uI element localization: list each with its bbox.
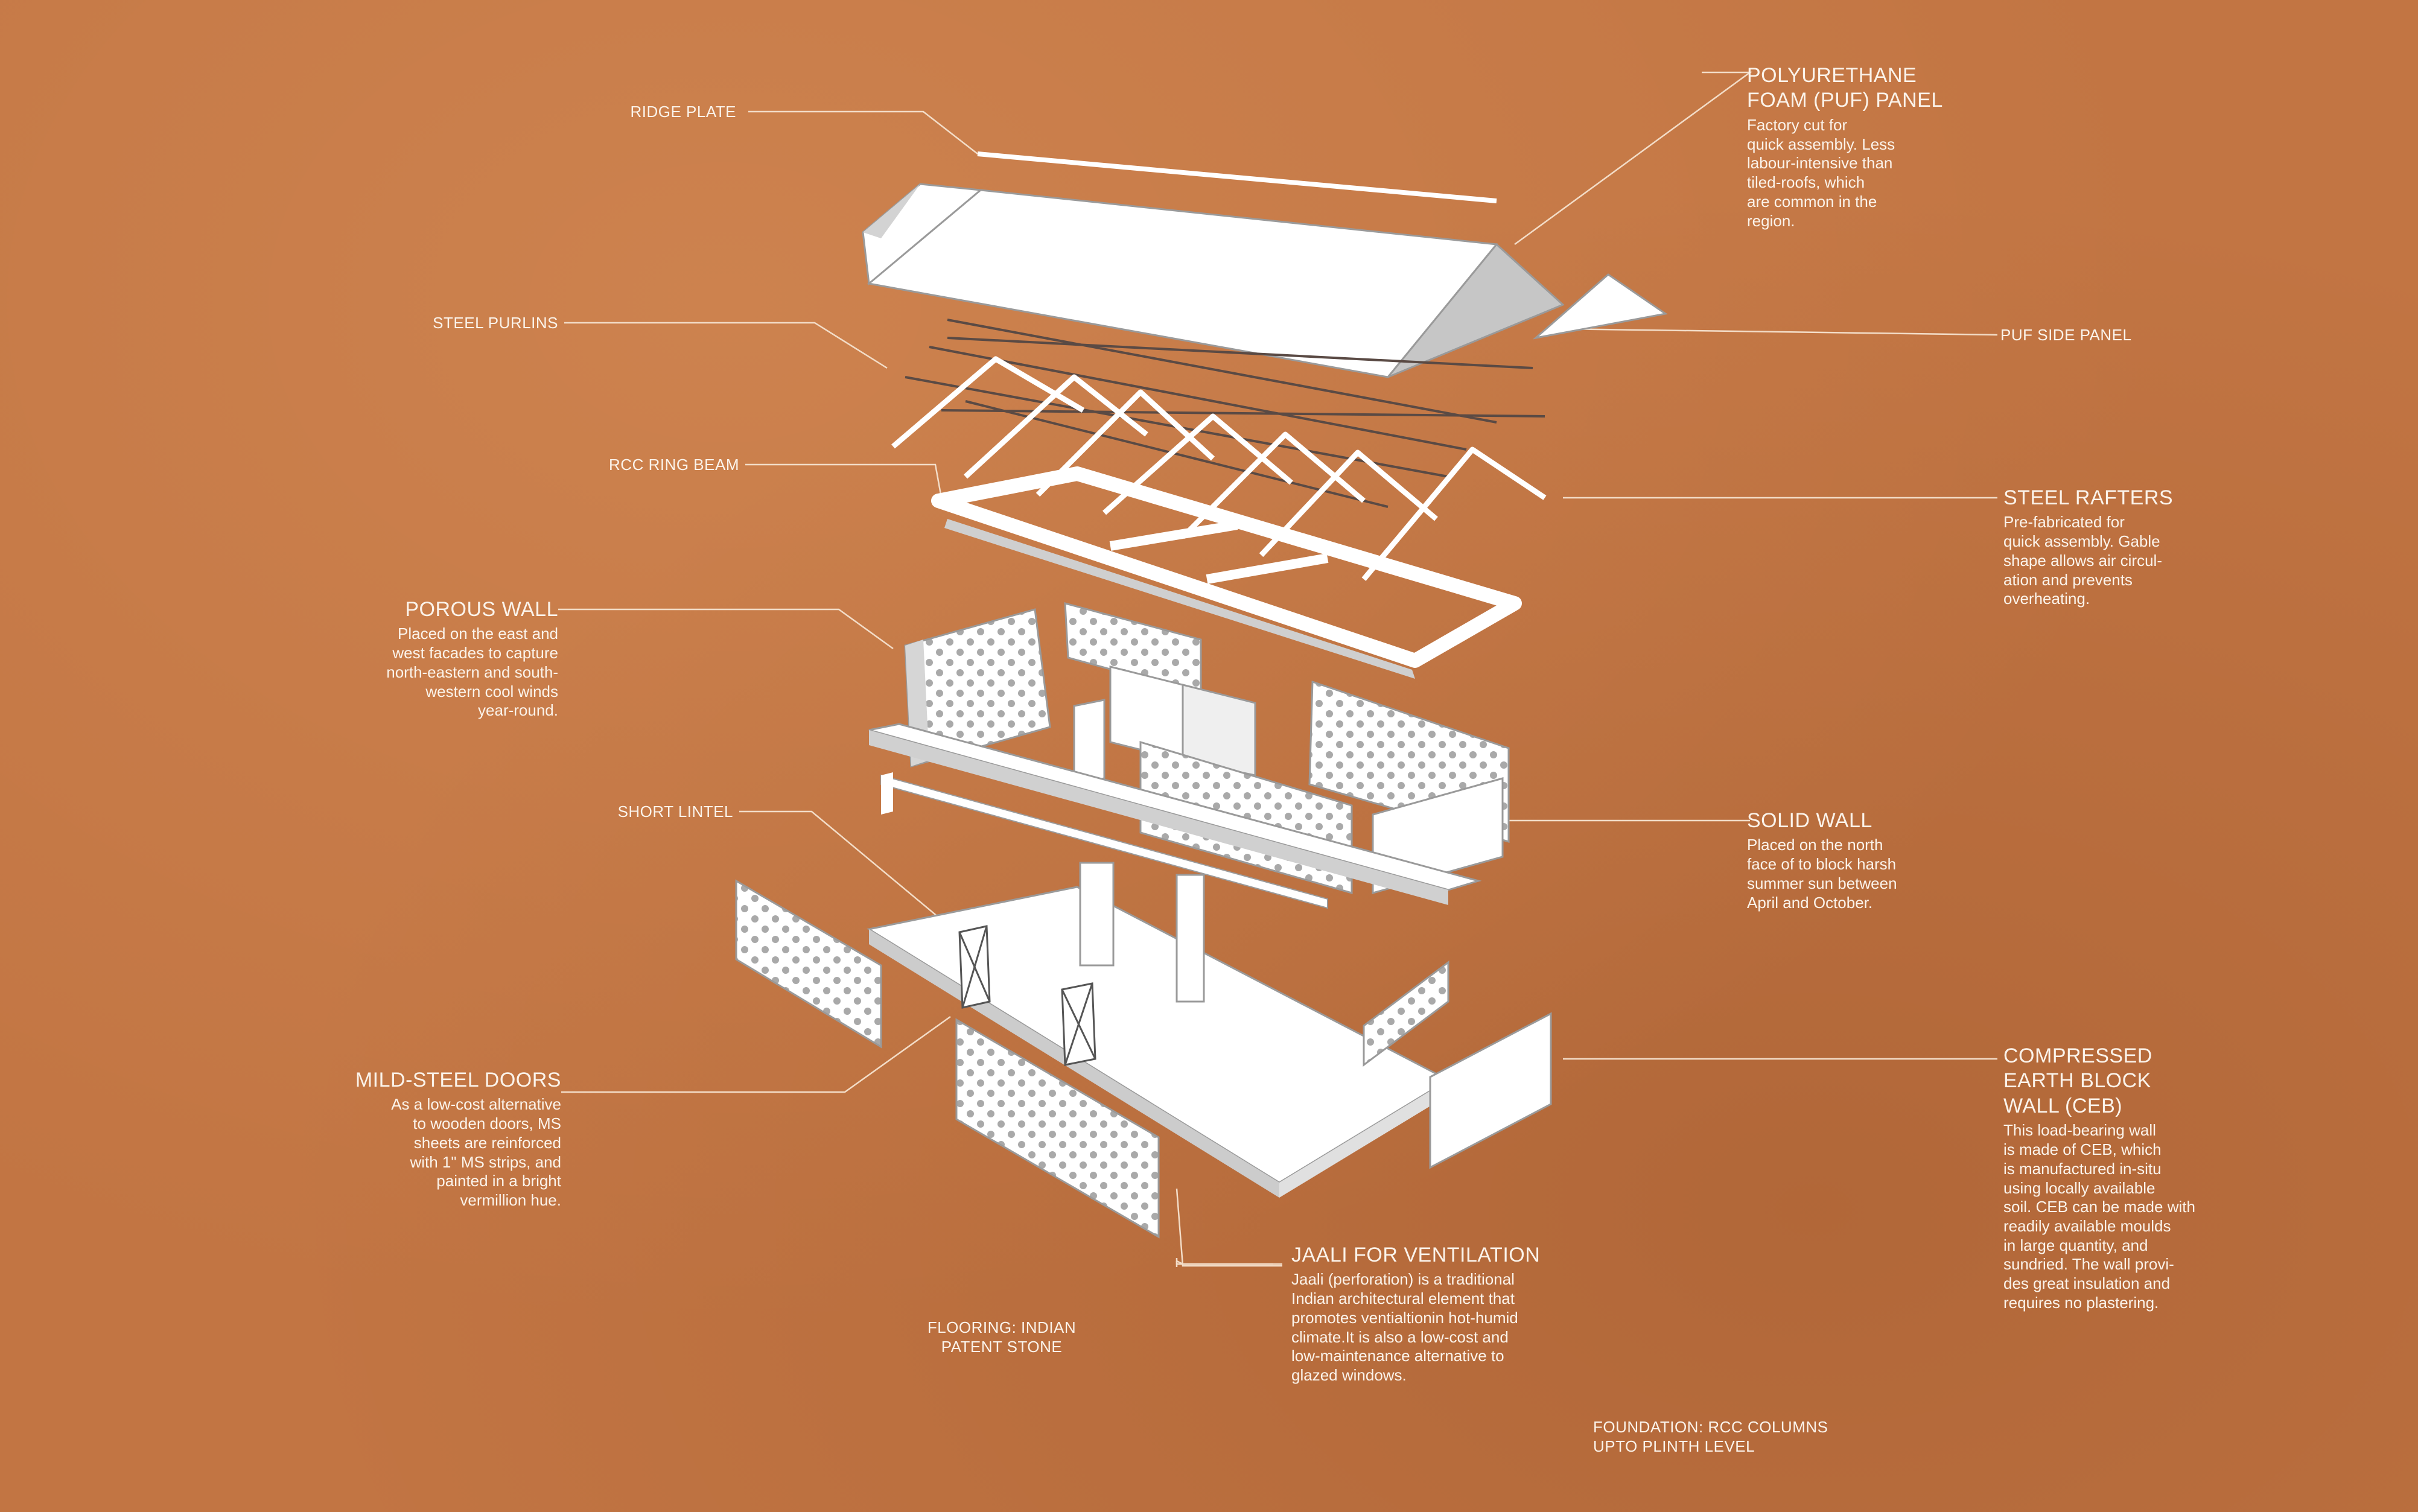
puf-panel-callout: POLYURETHANE FOAM (PUF) PANEL Factory cu… (1747, 63, 2025, 230)
rcc-columns (1079, 862, 1205, 1003)
puf-roof-panel (862, 183, 1565, 378)
solid-wall-title: SOLID WALL (1747, 809, 1872, 832)
ridge-plate-label: RIDGE PLATE (630, 103, 736, 121)
lower-jaali-walls (735, 879, 1449, 1239)
ms-doors-callout: MILD-STEEL DOORS As a low-cost alternati… (314, 1068, 561, 1210)
ceb-wall-desc: This load-bearing wall is made of CEB, w… (2003, 1121, 2195, 1312)
steel-rafters (891, 356, 1547, 581)
puf-side-panel (1532, 273, 1668, 340)
steel-purlins-label: STEEL PURLINS (433, 314, 558, 332)
mild-steel-doors (958, 925, 1096, 1066)
jaali-title: JAALI FOR VENTILATION (1291, 1244, 1541, 1266)
flooring-label: FLOORING: INDIAN PATENT STONE (927, 1318, 1077, 1356)
jaali-callout: JAALI FOR VENTILATION Jaali (perforation… (1291, 1243, 1629, 1385)
steel-purlins (905, 319, 1545, 508)
short-lintel-label: SHORT LINTEL (617, 802, 733, 821)
steel-rafters-callout: STEEL RAFTERS Pre-fabricated for quick a… (2003, 486, 2257, 609)
solid-wall-callout: SOLID WALL Placed on the north face of t… (1747, 808, 2000, 912)
puf-panel-desc: Factory cut for quick assembly. Less lab… (1747, 115, 1895, 230)
ceb-wall-callout: COMPRESSED EARTH BLOCK WALL (CEB) This l… (2003, 1044, 2257, 1313)
solid-wall-desc: Placed on the north face of to block har… (1747, 836, 1897, 912)
rcc-ring-beam-label: RCC RING BEAM (609, 456, 739, 474)
porous-wall-callout: POROUS WALL Placed on the east and west … (314, 597, 558, 720)
puf-panel-title: POLYURETHANE FOAM (PUF) PANEL (1747, 64, 1943, 112)
ceb-wall-title: COMPRESSED EARTH BLOCK WALL (CEB) (2003, 1044, 2152, 1117)
ridge-plate (977, 151, 1497, 203)
upper-walls (904, 602, 1510, 894)
porous-wall-desc: Placed on the east and west facades to c… (386, 624, 558, 720)
jaali-desc: Jaali (perforation) is a traditional Ind… (1291, 1270, 1518, 1385)
porous-wall-title: POROUS WALL (405, 598, 558, 621)
leader-lines (558, 71, 1998, 1267)
ms-doors-title: MILD-STEEL DOORS (355, 1069, 561, 1091)
foundation-label: FOUNDATION: RCC COLUMNS UPTO PLINTH LEVE… (1593, 1418, 1828, 1455)
puf-side-panel-label: PUF SIDE PANEL (2000, 326, 2132, 344)
short-lintel (868, 723, 1482, 909)
rcc-ring-beam (931, 466, 1522, 679)
steel-rafters-desc: Pre-fabricated for quick assembly. Gable… (2003, 513, 2162, 608)
ms-doors-desc: As a low-cost alternative to wooden door… (391, 1095, 561, 1210)
ceb-wall-shape (1429, 1012, 1552, 1169)
steel-rafters-title: STEEL RAFTERS (2003, 486, 2174, 509)
